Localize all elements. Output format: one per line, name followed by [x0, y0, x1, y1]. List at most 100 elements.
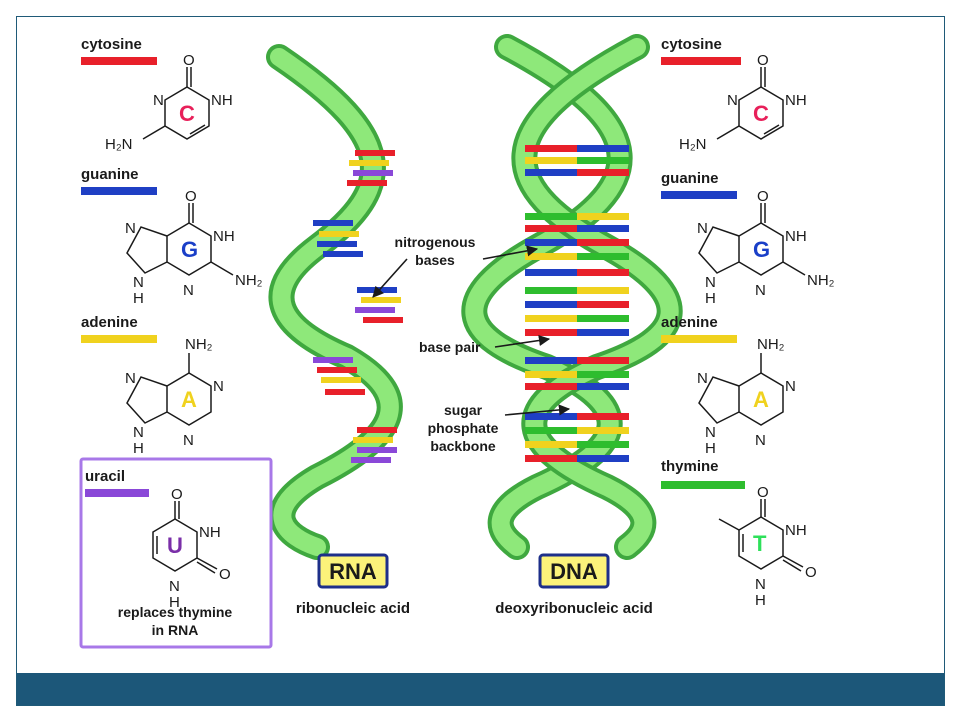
uracil-swatch — [85, 489, 149, 497]
base-stub — [577, 269, 629, 276]
svg-text:O: O — [757, 52, 769, 69]
base-stub — [577, 287, 629, 294]
adenine-structure-right: adenine NH₂ N N N H N A — [661, 314, 796, 457]
svg-text:H: H — [133, 290, 144, 307]
annotation-text: base pair — [419, 339, 481, 355]
svg-text:H₂N: H₂N — [679, 136, 707, 153]
base-stub — [577, 301, 629, 308]
base-stub — [577, 239, 629, 246]
svg-text:N: N — [183, 282, 194, 299]
base-stub — [325, 389, 365, 395]
svg-text:N: N — [705, 274, 716, 291]
dna-caption: deoxyribonucleic acid — [495, 600, 653, 617]
base-stub — [577, 169, 629, 176]
svg-text:N: N — [705, 424, 716, 441]
annotation-text: sugar — [444, 402, 483, 418]
guanine-swatch — [81, 187, 157, 195]
base-stub — [525, 225, 577, 232]
base-stub — [577, 413, 629, 420]
svg-text:H: H — [705, 290, 716, 307]
svg-text:N: N — [755, 432, 766, 449]
svg-text:O: O — [185, 188, 197, 205]
svg-text:G: G — [181, 237, 198, 262]
svg-text:N: N — [727, 92, 738, 109]
svg-text:C: C — [753, 101, 769, 126]
base-stub — [577, 427, 629, 434]
annotation-text: bases — [415, 252, 455, 268]
annotation-base-pair: base pair — [419, 334, 551, 355]
base-stub — [525, 315, 577, 322]
adenine-swatch — [81, 335, 157, 343]
svg-text:H: H — [133, 440, 144, 457]
rna-strand — [266, 44, 403, 560]
base-stub — [317, 367, 357, 373]
base-stub — [357, 427, 397, 433]
svg-text:NH₂: NH₂ — [807, 272, 835, 289]
thymine-label: thymine — [661, 458, 719, 475]
base-stub — [525, 239, 577, 246]
svg-text:NH: NH — [785, 92, 807, 109]
svg-text:H: H — [705, 440, 716, 457]
base-stub — [577, 441, 629, 448]
base-stub — [525, 169, 577, 176]
base-stub — [319, 231, 359, 237]
dna-rna-diagram: nitrogenous bases base pair sugar phosph… — [79, 34, 835, 649]
svg-text:N: N — [169, 578, 180, 595]
base-stub — [577, 329, 629, 336]
base-stub — [525, 441, 577, 448]
guanine-label: guanine — [661, 170, 719, 187]
base-stub — [577, 213, 629, 220]
base-stub — [577, 315, 629, 322]
svg-text:A: A — [753, 387, 769, 412]
uracil-label: uracil — [85, 468, 125, 485]
cytosine-structure-left: cytosine O N NH H₂N C — [81, 36, 233, 153]
cytosine-label: cytosine — [661, 36, 722, 53]
annotation-text: phosphate — [428, 420, 499, 436]
annotation-text: nitrogenous — [395, 234, 476, 250]
thymine-structure-right: thymine O NH N H O T — [661, 458, 817, 609]
dna-helix — [461, 34, 683, 560]
adenine-swatch — [661, 335, 737, 343]
base-stub — [351, 457, 391, 463]
svg-text:O: O — [219, 566, 231, 583]
svg-text:N: N — [125, 370, 136, 387]
base-stub — [577, 371, 629, 378]
uracil-box: uracil O NH N H O U replaces thymine in … — [79, 457, 273, 649]
base-stub — [525, 287, 577, 294]
guanine-label: guanine — [81, 166, 139, 183]
svg-text:NH₂: NH₂ — [235, 272, 263, 289]
thymine-swatch — [661, 481, 745, 489]
base-stub — [323, 251, 363, 257]
base-stub — [357, 447, 397, 453]
svg-text:NH₂: NH₂ — [185, 336, 213, 353]
base-stub — [525, 213, 577, 220]
svg-text:NH: NH — [213, 228, 235, 245]
svg-text:N: N — [125, 220, 136, 237]
adenine-label: adenine — [81, 314, 138, 331]
cytosine-swatch — [81, 57, 157, 65]
slide: nitrogenous bases base pair sugar phosph… — [16, 16, 945, 706]
base-stub — [347, 180, 387, 186]
base-stub — [525, 157, 577, 164]
adenine-label: adenine — [661, 314, 718, 331]
base-stub — [525, 371, 577, 378]
cytosine-structure-right: cytosine O N NH H₂N C — [661, 36, 807, 153]
base-stub — [525, 253, 577, 260]
rna-badge-label: RNA — [329, 559, 377, 584]
dna-badge: DNA — [538, 553, 610, 589]
base-stub — [321, 377, 361, 383]
uracil-note-line2: in RNA — [152, 622, 199, 638]
rna-base-stubs — [313, 150, 403, 463]
svg-text:U: U — [167, 533, 183, 558]
svg-text:H: H — [755, 592, 766, 609]
svg-text:N: N — [133, 424, 144, 441]
svg-text:NH: NH — [785, 522, 807, 539]
guanine-structure-right: guanine O NH N N H N NH₂ G — [661, 170, 835, 307]
svg-text:N: N — [153, 92, 164, 109]
svg-text:N: N — [697, 370, 708, 387]
svg-text:G: G — [753, 237, 770, 262]
base-stub — [577, 145, 629, 152]
svg-text:A: A — [181, 387, 197, 412]
base-stub — [363, 317, 403, 323]
guanine-swatch — [661, 191, 737, 199]
